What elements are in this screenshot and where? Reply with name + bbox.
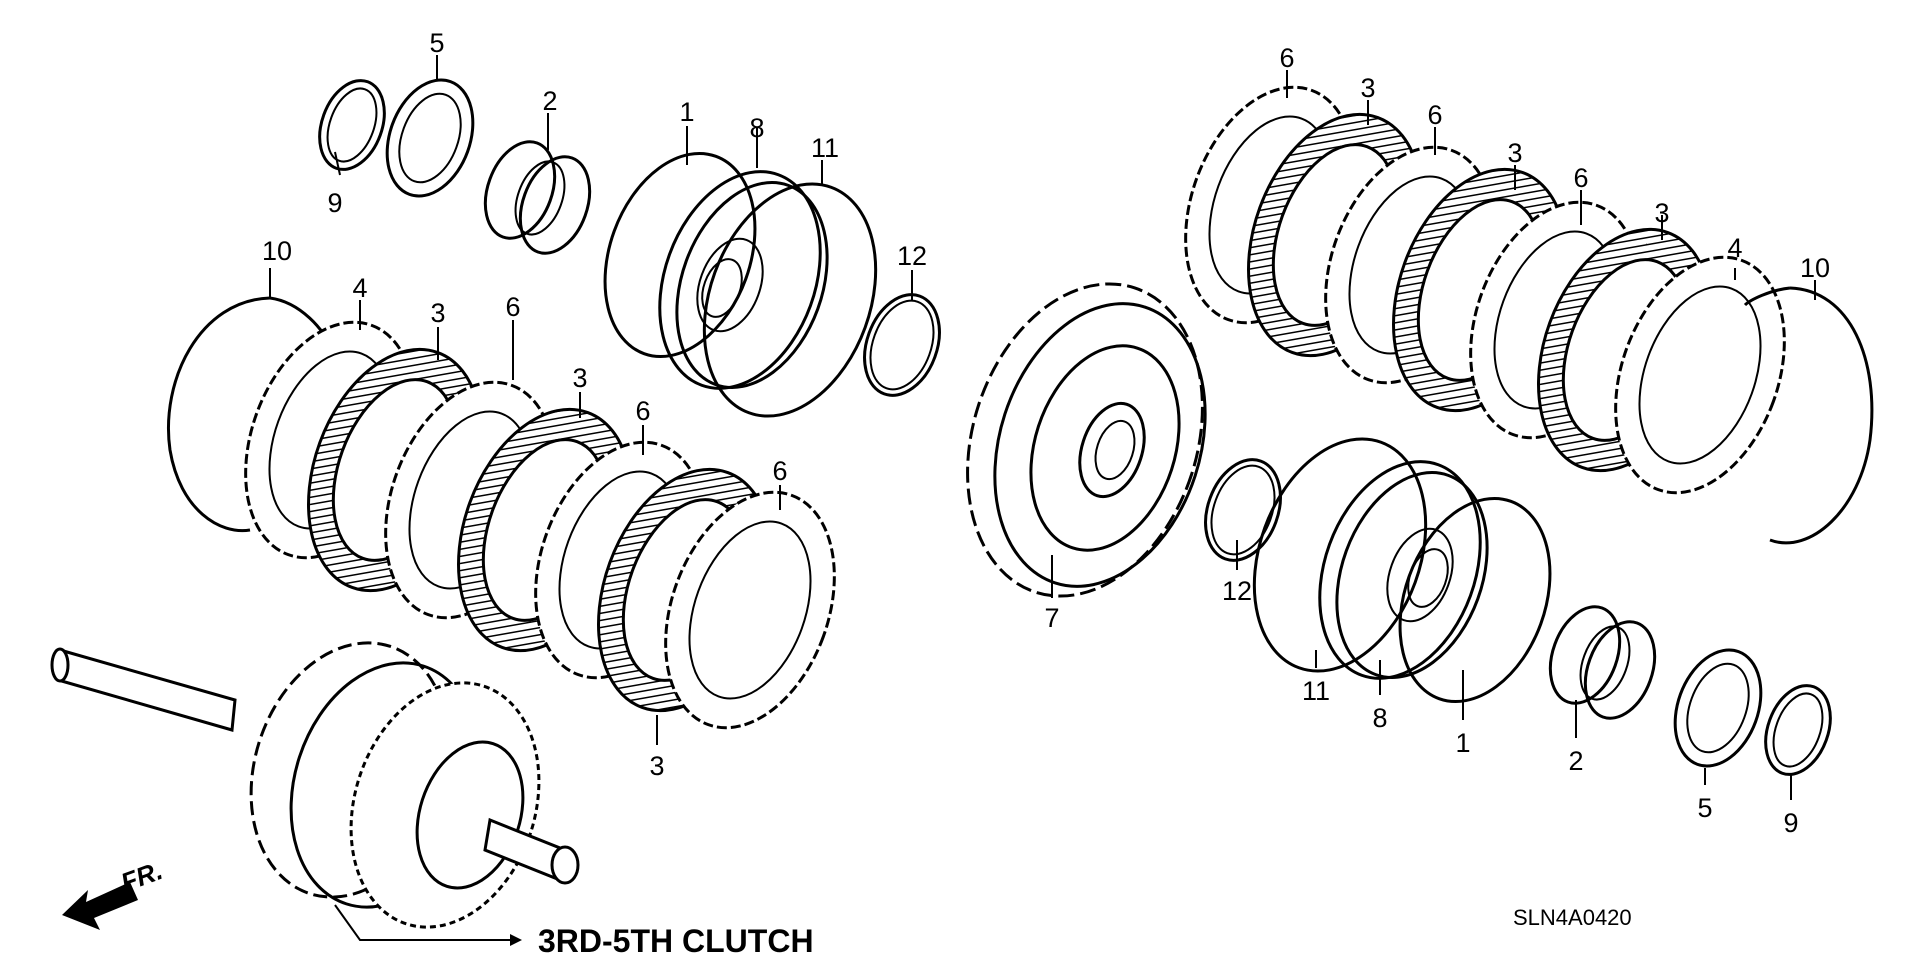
snap-ring-9-left [318,79,386,171]
end-plate-4-right [1614,255,1786,495]
callout-3-left-a: 3 [430,298,445,328]
callout-8-left: 8 [749,113,764,143]
callout-1-right: 1 [1455,728,1470,758]
clutch-drum-7 [966,282,1207,598]
callout-3-left-c: 3 [649,751,664,781]
callout-4-left: 4 [352,273,367,303]
callout-12-left: 12 [897,241,927,271]
callout-5-left: 5 [429,28,444,58]
assembly-label: 3RD-5TH CLUTCH [538,923,814,959]
callout-3-right-c: 3 [1654,198,1669,228]
callout-6-right-b: 6 [1427,100,1442,130]
direction-label: FR. [117,855,167,898]
callout-6-left-a: 6 [505,292,520,322]
callout-2-right: 2 [1568,746,1583,776]
callout-3-right-b: 3 [1507,138,1522,168]
callout-9-left: 9 [327,188,342,218]
callout-numbers: 5 2 1 8 11 9 12 10 4 3 6 3 6 6 3 7 6 3 6… [262,28,1830,838]
snap-ring-9-right [1764,684,1832,776]
callout-7: 7 [1044,603,1059,633]
arrow-left-icon [62,882,138,930]
callout-6-left-b: 6 [635,396,650,426]
callout-10-left: 10 [262,236,292,266]
callout-11-left: 11 [811,133,839,163]
o-ring-1-right [1398,496,1552,704]
o-ring-12-right [1204,458,1282,562]
spring-retainer-5-left [385,78,475,198]
mainshaft-assembly [50,641,580,929]
callout-2-left: 2 [542,86,557,116]
callout-9-right: 9 [1783,808,1798,838]
diagram-code: SLN4A0420 [1513,905,1632,930]
callout-5-right: 5 [1697,793,1712,823]
callout-6-right-c: 6 [1573,163,1588,193]
callout-3-right-a: 3 [1360,73,1375,103]
assembly-pointer [334,904,522,946]
snap-ring-10-right [1743,286,1874,545]
o-ring-11-left [702,182,878,418]
callout-1-left: 1 [679,97,694,127]
callout-11-right: 11 [1302,676,1330,706]
clutch-piston-8-left [658,170,829,390]
leader-lines [269,55,1816,800]
callout-4-right: 4 [1727,233,1742,263]
callout-12-right: 12 [1222,576,1252,606]
clutch-plate-6-left-c [664,490,836,730]
spring-retainer-5-right [1673,648,1763,768]
o-ring-11-right [1252,437,1428,673]
callout-8-right: 8 [1372,703,1387,733]
callout-6-right-a: 6 [1279,43,1294,73]
o-ring-1-left [603,151,757,359]
clutch-piston-8-right [1318,460,1489,680]
return-spring-2-left [483,140,592,255]
return-spring-2-right [1548,605,1657,720]
callout-6-left-c: 6 [772,456,787,486]
o-ring-12-left [863,293,941,397]
callout-10-right: 10 [1800,253,1830,283]
callout-3-left-b: 3 [572,363,587,393]
